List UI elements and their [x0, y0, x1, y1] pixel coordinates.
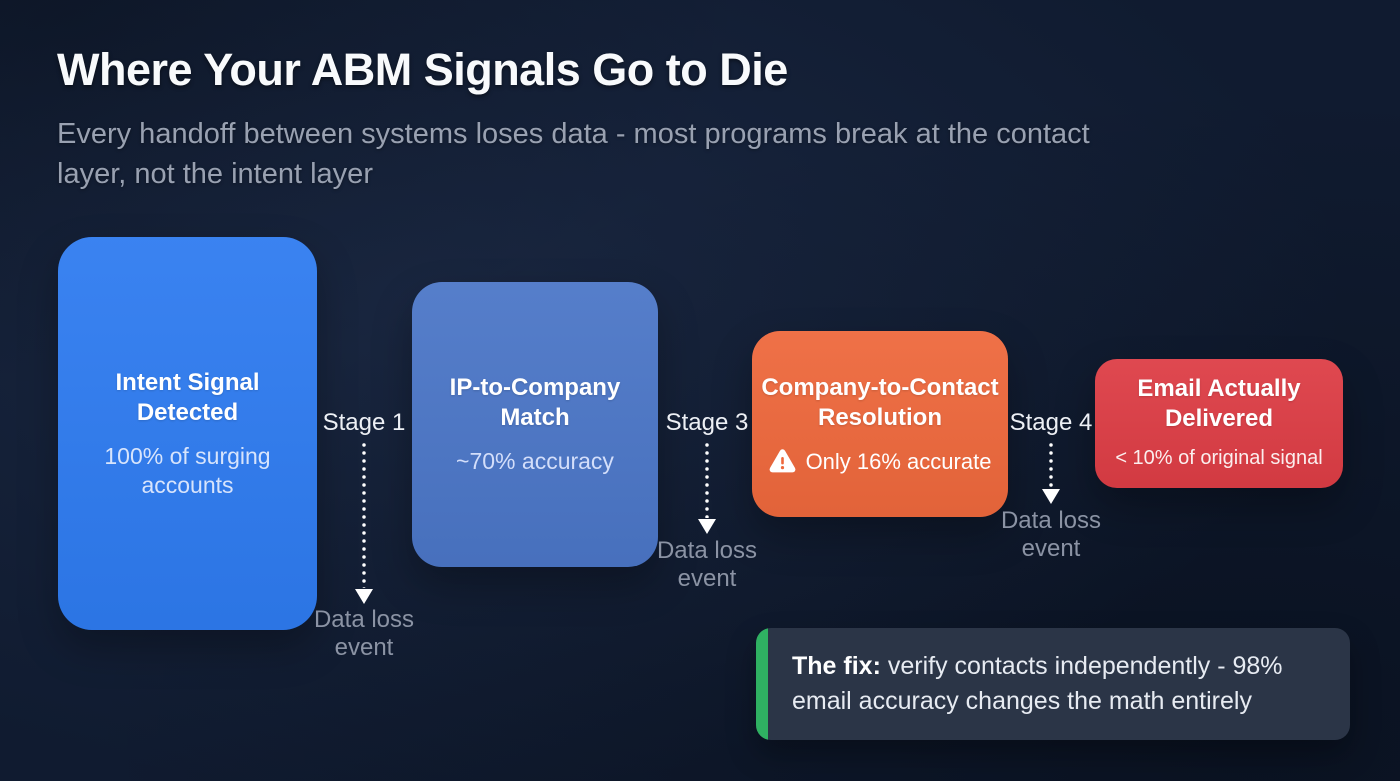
- data-loss-note-line: Data loss: [313, 606, 415, 633]
- stage-box-title-line: Intent Signal: [115, 368, 260, 396]
- stage-box-title: Email Actually Delivered: [1137, 374, 1300, 434]
- data-loss-note-line: Data loss: [656, 537, 758, 564]
- fix-callout: The fix: verify contacts independently -…: [756, 628, 1350, 740]
- arrow-down-icon: [698, 519, 716, 534]
- data-loss-arrow-3: [698, 441, 716, 534]
- arrow-down-icon: [355, 589, 373, 604]
- stage-box-subtitle: Only 16% accurate: [769, 447, 992, 476]
- stage-box-subtitle-text: Only 16% accurate: [805, 448, 992, 474]
- stage-box-title-line: Delivered: [1164, 405, 1274, 432]
- stage-box-title: IP-to-Company Match: [450, 373, 621, 433]
- arrow-down-icon: [1042, 489, 1060, 504]
- stage-box-title-line: IP-to-Company: [449, 374, 621, 401]
- data-loss-note-1: Data loss event: [314, 606, 414, 662]
- fix-callout-line1: verify contacts independently - 98%: [887, 652, 1283, 680]
- stage-box-title: Intent Signal Detected: [116, 368, 260, 428]
- stage-label-4: Stage 4: [1009, 409, 1093, 436]
- data-loss-note-line: event: [1021, 535, 1081, 562]
- stage-box-subtitle: 100% of surging accounts: [104, 442, 271, 498]
- stage-box-subtitle: < 10% of original signal: [1115, 447, 1323, 469]
- page-title: Where Your ABM Signals Go to Die: [57, 44, 788, 95]
- stage-box-intent-signal: Intent Signal Detected 100% of surging a…: [58, 237, 317, 630]
- data-loss-note-line: Data loss: [1000, 507, 1102, 534]
- stage-box-title: Company-to-Contact Resolution: [761, 373, 998, 433]
- fix-callout-line2: email accuracy changes the math entirely: [792, 687, 1252, 715]
- stage-box-ip-to-company: IP-to-Company Match ~70% accuracy: [412, 282, 658, 567]
- page-subtitle: Every handoff between systems loses data…: [57, 118, 1090, 190]
- data-loss-note-4: Data loss event: [1001, 507, 1101, 563]
- stage-label-1: Stage 1: [322, 409, 406, 436]
- data-loss-note-line: event: [334, 634, 394, 661]
- stage-box-title-line: Match: [500, 404, 570, 431]
- dotted-line: [362, 441, 366, 588]
- warning-triangle-icon: [769, 449, 795, 473]
- data-loss-note-3: Data loss event: [657, 537, 757, 593]
- stage-box-title-line: Email Actually: [1137, 375, 1301, 402]
- stage-label-3: Stage 3: [665, 409, 749, 436]
- stage-box-title-line: Company-to-Contact: [761, 373, 999, 401]
- dotted-line: [705, 441, 709, 518]
- data-loss-arrow-1: [355, 441, 373, 604]
- dotted-line: [1049, 441, 1053, 488]
- stage-box-email-delivered: Email Actually Delivered < 10% of origin…: [1095, 359, 1343, 488]
- callout-accent-bar: [756, 628, 768, 740]
- fix-callout-text: The fix: verify contacts independently -…: [792, 649, 1283, 719]
- stage-box-title-line: Detected: [136, 398, 239, 426]
- fix-callout-lead: The fix:: [792, 652, 881, 680]
- stage-box-subtitle: ~70% accuracy: [456, 448, 614, 474]
- data-loss-note-line: event: [677, 565, 737, 592]
- stage-box-company-to-contact: Company-to-Contact Resolution Only 16% a…: [752, 331, 1008, 517]
- data-loss-arrow-4: [1042, 441, 1060, 504]
- stage-box-title-line: Resolution: [817, 403, 942, 431]
